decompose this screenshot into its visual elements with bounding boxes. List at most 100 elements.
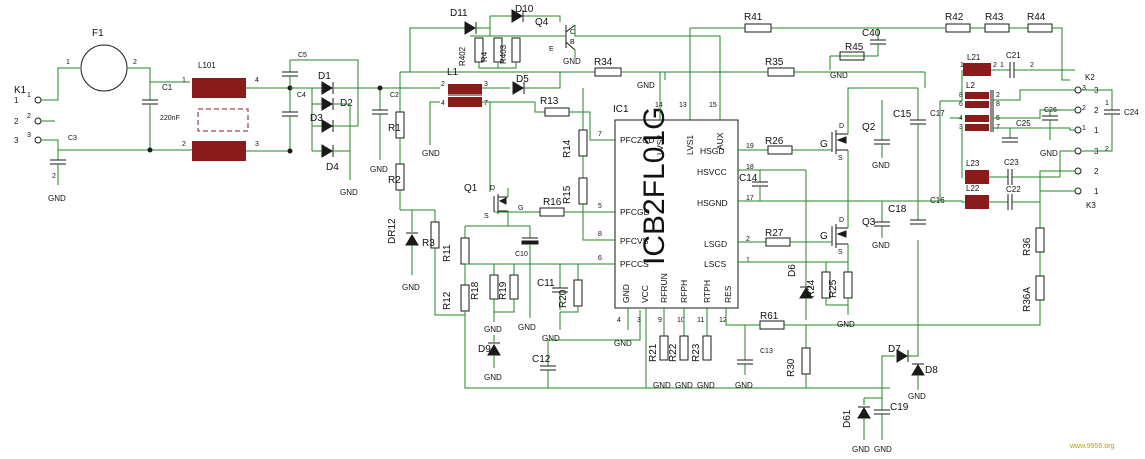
capacitor-c10: C10 GND (515, 226, 539, 332)
svg-text:C15: C15 (893, 109, 912, 120)
svg-text:D11: D11 (450, 8, 468, 19)
diode-d8: D8 GND (908, 363, 938, 401)
svg-text:2: 2 (441, 81, 445, 88)
svg-text:C17: C17 (930, 109, 945, 118)
diode-d61: D61 GND (842, 398, 871, 454)
svg-text:2: 2 (1105, 146, 1109, 153)
svg-text:R15: R15 (562, 185, 573, 204)
resistor-r22: R22 (668, 308, 689, 362)
svg-text:G: G (820, 231, 828, 242)
resistor-r43: R43 (984, 12, 1010, 33)
svg-text:GND: GND (735, 381, 753, 390)
resistor-r41: R41 (690, 12, 945, 33)
svg-text:GND: GND (653, 381, 671, 390)
svg-text:3: 3 (27, 132, 31, 139)
svg-text:Q2: Q2 (862, 122, 876, 133)
svg-text:C21: C21 (1006, 51, 1021, 60)
svg-text:19: 19 (746, 143, 754, 150)
svg-text:4: 4 (255, 77, 259, 84)
ic-designator: IC1 (613, 104, 629, 115)
svg-text:C13: C13 (760, 348, 773, 355)
svg-text:GND: GND (518, 323, 536, 332)
transistor-q4: Q4 C E B GND (535, 17, 581, 66)
svg-text:R21: R21 (648, 343, 659, 362)
svg-text:RTPH: RTPH (702, 280, 712, 303)
svg-text:D3: D3 (310, 113, 323, 124)
svg-text:2: 2 (27, 113, 31, 120)
svg-text:R41: R41 (744, 12, 763, 23)
svg-text:2: 2 (996, 92, 1000, 99)
svg-text:S: S (838, 155, 843, 162)
resistor-r21: R21 (648, 308, 669, 362)
inductor-l21: L21 1 2 (960, 53, 997, 76)
resistor-r12: R12 (442, 264, 470, 312)
svg-text:L2: L2 (966, 81, 975, 90)
svg-text:R4: R4 (480, 51, 489, 62)
svg-text:C22: C22 (1006, 185, 1021, 194)
svg-text:R61: R61 (760, 311, 779, 322)
resistor-r13: R13 (540, 96, 615, 141)
capacitor-c17: C17 (930, 109, 945, 118)
svg-text:D1: D1 (318, 71, 331, 82)
resistor-r30: R30 (786, 325, 811, 388)
svg-text:C1: C1 (162, 83, 173, 92)
svg-text:1: 1 (14, 96, 19, 105)
svg-text:GND: GND (852, 445, 870, 454)
capacitor-c5: C5 (282, 52, 307, 88)
svg-text:D10: D10 (515, 4, 534, 15)
svg-text:L1: L1 (447, 67, 459, 78)
inductor-l22: L22 (965, 184, 989, 209)
svg-text:L23: L23 (966, 159, 980, 168)
svg-text:R36: R36 (1022, 237, 1033, 256)
capacitor-c26: C26 GND (1040, 107, 1058, 158)
svg-text:R12: R12 (442, 291, 453, 310)
diode-d7: D7 (881, 344, 909, 388)
svg-text:11: 11 (697, 317, 704, 324)
svg-text:R42: R42 (945, 12, 964, 23)
svg-text:E: E (549, 46, 554, 53)
svg-text:C: C (570, 29, 575, 36)
svg-text:S: S (484, 213, 489, 220)
choke-l1: L1 2 4 3 7 (441, 67, 488, 107)
svg-text:D61: D61 (842, 409, 853, 428)
svg-text:C26: C26 (1044, 107, 1057, 114)
capacitor-c15: C15 GND (872, 100, 912, 170)
svg-text:R20: R20 (558, 289, 569, 308)
diode-d11: D11 (410, 8, 477, 35)
svg-text:220nF: 220nF (160, 115, 180, 122)
svg-text:D6: D6 (787, 264, 798, 277)
svg-text:GND: GND (48, 194, 66, 203)
svg-text:D4: D4 (326, 162, 339, 173)
svg-text:RES: RES (723, 285, 733, 303)
svg-text:GND: GND (484, 373, 502, 382)
svg-text:C2: C2 (390, 92, 399, 99)
svg-text:C4: C4 (297, 92, 306, 99)
inductor-l23: L23 (965, 159, 989, 184)
svg-text:R30: R30 (786, 358, 797, 377)
resistor-r42: R42 (945, 12, 971, 33)
svg-text:7: 7 (598, 131, 602, 138)
svg-text:2: 2 (182, 141, 186, 148)
diode-d9: D9 GND (478, 335, 502, 382)
svg-text:R27: R27 (765, 228, 784, 239)
svg-text:D: D (490, 185, 495, 192)
svg-text:Q4: Q4 (535, 17, 549, 28)
svg-text:AUX: AUX (715, 132, 725, 150)
capacitor-c25: C25 (1002, 119, 1031, 143)
svg-text:2: 2 (1094, 106, 1099, 115)
transformer-l2: L2 8 6 4 3 2 8 5 7 (959, 81, 1000, 132)
svg-text:PFCVS: PFCVS (620, 236, 649, 246)
svg-text:R1: R1 (388, 123, 401, 134)
svg-text:Q3: Q3 (862, 217, 876, 228)
svg-text:R11: R11 (442, 244, 453, 262)
resistor-r20: R20 GND (542, 264, 583, 343)
svg-text:L101: L101 (198, 61, 216, 70)
resistor-r402: R402 (458, 35, 520, 66)
svg-text:C18: C18 (888, 204, 907, 215)
svg-text:C24: C24 (1124, 108, 1139, 117)
svg-text:R45: R45 (845, 42, 864, 53)
svg-text:R403: R403 (499, 44, 508, 64)
capacitor-c1: C1 220nF (142, 82, 180, 153)
svg-text:1: 1 (66, 59, 70, 66)
svg-text:GND: GND (872, 241, 890, 250)
